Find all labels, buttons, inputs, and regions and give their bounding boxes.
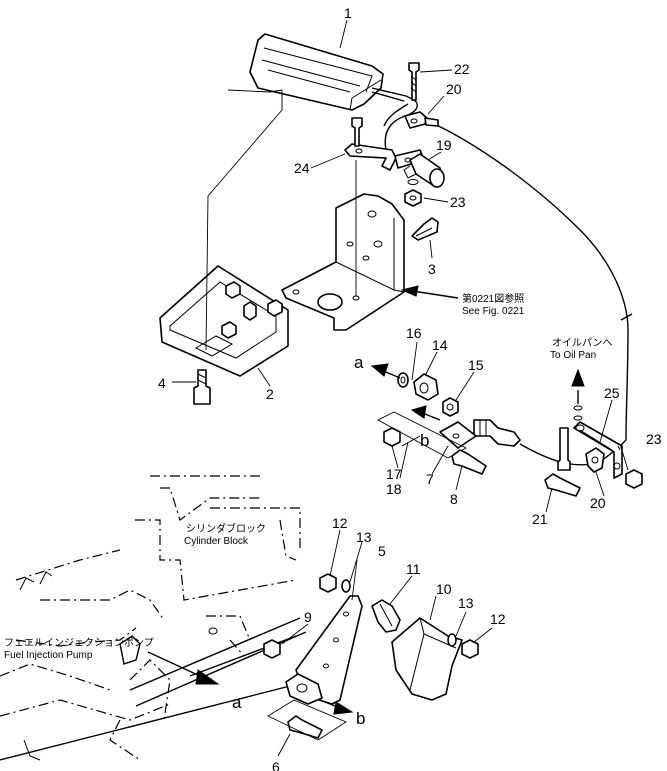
part-20-clip-upper (404, 111, 439, 129)
part-2-bracket (159, 89, 289, 377)
callout-9: 9 (304, 609, 312, 625)
part-19-fitting (403, 153, 445, 188)
part-16-washer (397, 372, 409, 388)
engine-block (0, 475, 307, 761)
see-fig-note-jp: 第0221図参照 (462, 292, 524, 305)
callout-20-lower: 20 (590, 495, 606, 511)
callout-15: 15 (468, 357, 484, 373)
callout-24: 24 (294, 160, 310, 176)
callout-18: 18 (386, 481, 402, 497)
part-14-nut (413, 373, 439, 401)
callout-leaders (172, 19, 629, 757)
arrow-label-b-lower: b (356, 709, 365, 728)
callout-numbers: 1 22 20 24 19 23 3 2 4 16 14 15 17 18 7 … (158, 5, 662, 771)
callout-21: 21 (532, 511, 548, 527)
part-21-bolt-vertical (557, 427, 571, 471)
callout-10: 10 (436, 581, 452, 597)
fuel-pump-note-en: Fuel Injection Pump (4, 650, 93, 661)
callout-13-left: 13 (356, 529, 372, 545)
cylinder-block-note-jp: シリンダブロック (186, 522, 266, 535)
part-10-cover (391, 617, 463, 701)
part-22-bolt (408, 62, 420, 101)
callout-22: 22 (454, 61, 470, 77)
arrows (147, 285, 585, 715)
oil-pan-note-en: To Oil Pan (550, 350, 596, 361)
part-4-bolt (193, 369, 211, 405)
part-13-washer-left (341, 579, 351, 593)
arrow-label-a-upper: a (354, 353, 364, 372)
callout-2: 2 (266, 386, 274, 402)
part-3-bolt (411, 217, 439, 241)
callout-20-upper: 20 (446, 81, 462, 97)
support-bracket (281, 160, 405, 331)
part-12-nut-right (461, 639, 479, 659)
callout-5: 5 (378, 543, 386, 559)
part-12-nut-left (319, 573, 337, 593)
part-8-bolt (451, 449, 487, 475)
callout-11: 11 (406, 561, 421, 577)
part-11-rubber-mount (371, 599, 401, 633)
callout-13-right: 13 (458, 595, 474, 611)
arrow-letters: a b a b (232, 353, 429, 728)
part-13-washer-right (447, 633, 457, 647)
part-24-bolt (351, 117, 363, 147)
oil-pan-washers (573, 405, 583, 421)
callout-1: 1 (344, 5, 352, 21)
part-23-nut-upper (404, 179, 422, 207)
callout-17: 17 (386, 466, 402, 482)
part-25-bracket (573, 421, 623, 479)
callout-12-right: 12 (490, 611, 506, 627)
callout-16: 16 (406, 325, 422, 341)
cylinder-block-note-en: Cylinder Block (184, 536, 249, 547)
see-fig-note-en: See Fig. 0221 (462, 306, 525, 317)
callout-25: 25 (604, 385, 620, 401)
part-5-plate (285, 595, 363, 705)
part-1-tank (249, 33, 415, 111)
oil-pan-note-jp: オイルパンへ (552, 337, 613, 349)
arrow-label-a-lower: a (232, 693, 242, 712)
callout-12-left: 12 (332, 515, 348, 531)
callout-7: 7 (426, 471, 434, 487)
part-24-bracket (344, 143, 425, 171)
callout-8: 8 (450, 491, 458, 507)
arrow-label-b-upper: b (420, 431, 429, 450)
callout-6: 6 (272, 759, 280, 771)
callout-3: 3 (428, 261, 436, 277)
part-15-nut (442, 397, 459, 417)
notes: 第0221図参照 See Fig. 0221 オイルパンへ To Oil Pan… (4, 292, 613, 661)
callout-23-lower: 23 (646, 431, 662, 447)
callout-14: 14 (432, 337, 448, 353)
part-9-nut (263, 639, 281, 659)
part-23-nut-lower (625, 469, 643, 489)
part-18-pin (401, 435, 421, 447)
callout-23-upper: 23 (450, 194, 466, 210)
part-17-nut (383, 427, 401, 447)
part-6-bolt (267, 699, 347, 741)
callout-4: 4 (158, 375, 166, 391)
callout-19: 19 (436, 137, 452, 153)
part-20-clip-lower (585, 447, 605, 473)
part-7-bracket (377, 411, 477, 459)
fuel-pump-note-jp: フェエルインジェクションポンプ (4, 637, 154, 649)
part-21-bolt (544, 473, 581, 497)
